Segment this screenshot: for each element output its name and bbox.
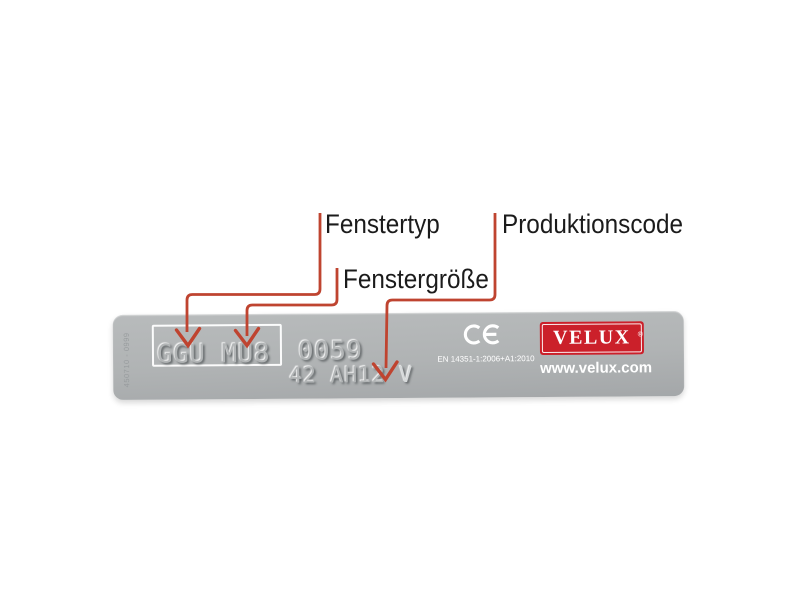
connector-produktionscode-line	[384, 213, 497, 369]
connector-fenstertyp-arrowhead	[174, 326, 202, 349]
connector-fenstergroesse-line	[245, 268, 339, 336]
connector-produktionscode-arrowhead	[371, 360, 399, 383]
data-plate: 450710 - 0999 GGU MU8 0059 42 AH12 V EN …	[112, 311, 685, 400]
ce-mark-block: EN 14351-1:2006+A1:2010	[423, 321, 549, 364]
label-fenstertyp: Fenstertyp	[325, 209, 440, 239]
connector-fenstertyp-line	[185, 213, 322, 332]
connector-fenstergroesse-arrowhead	[233, 326, 261, 349]
label-fenstergroesse: Fenstergröße	[343, 264, 489, 294]
ce-mark-icon	[463, 324, 500, 345]
label-produktionscode: Produktionscode	[502, 209, 684, 239]
